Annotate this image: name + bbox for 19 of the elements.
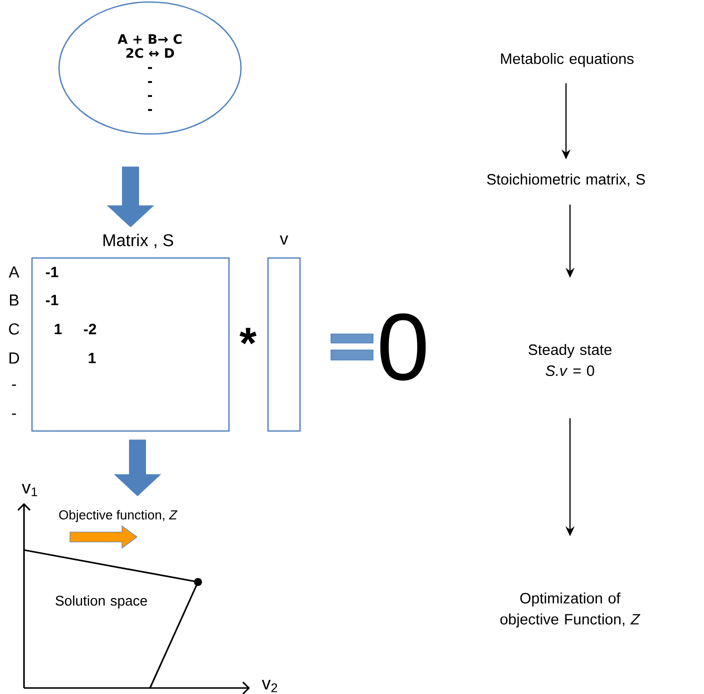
- axis-label: v$_{1}$: [22, 484, 38, 496]
- matrix-entry: -1: [46, 294, 58, 306]
- matrix-entry: -1: [46, 266, 58, 278]
- multiply-sign: *: [240, 328, 257, 344]
- vector-box: v: [267, 236, 301, 432]
- step-text: Metabolic equations: [501, 53, 634, 67]
- matrix-entry: 1: [54, 324, 62, 334]
- node-label: v: [280, 236, 288, 244]
- step-text: Optimization of objective Function, Z: [500, 592, 640, 628]
- matrix-entry: -2: [84, 324, 96, 334]
- row-label: -: [12, 414, 16, 415]
- step-text: Stoichiometric matrix, S: [487, 174, 645, 186]
- matrix-entry: 1: [88, 352, 96, 364]
- zero-symbol: 0: [380, 313, 426, 381]
- row-label: -: [12, 384, 16, 386]
- objective-label: Objective function, Z: [59, 510, 178, 522]
- step-text: Steady state S.v = 0: [528, 344, 612, 376]
- node-label: Matrix , S: [104, 234, 174, 248]
- node-label: Solution space: [56, 595, 147, 608]
